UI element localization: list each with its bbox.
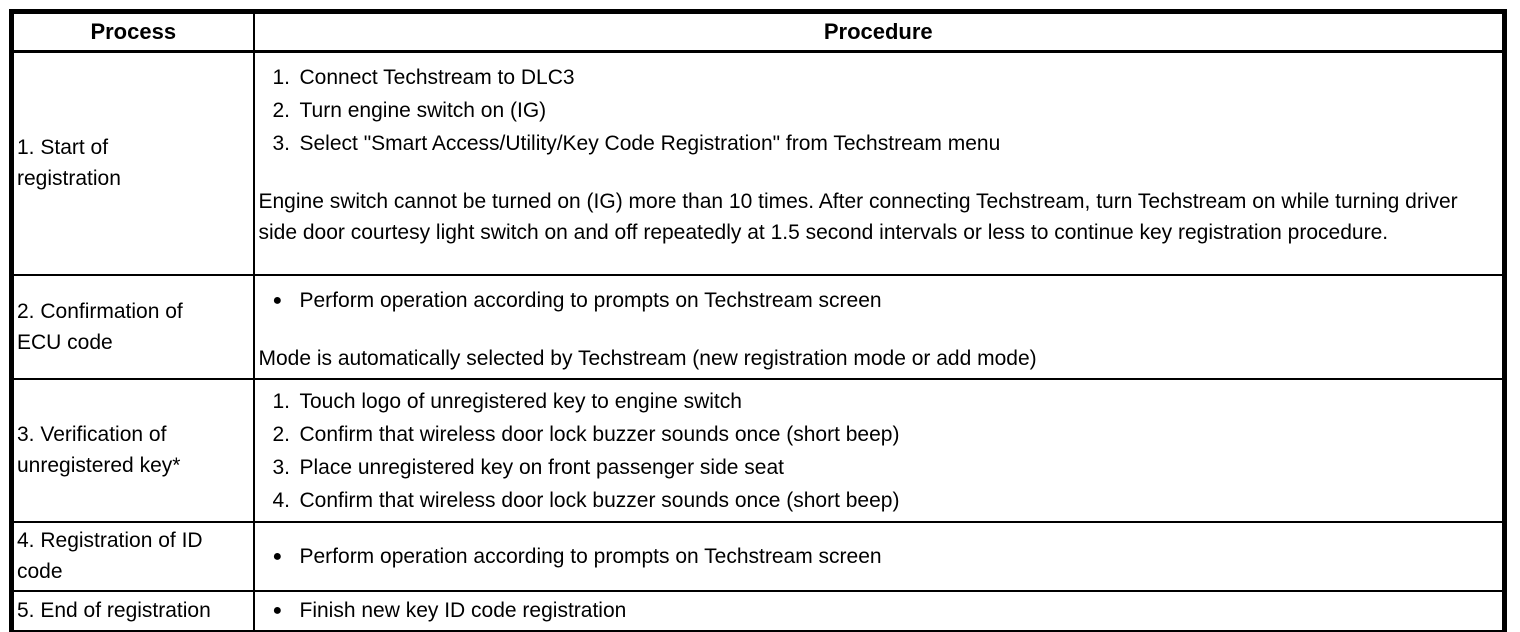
numbered-step: 1. Connect Techstream to DLC3 (259, 61, 1493, 94)
step-text: Confirm that wireless door lock buzzer s… (299, 422, 900, 446)
bullet-item: ● Perform operation according to prompts… (259, 284, 1493, 317)
step-number: 2. (272, 422, 291, 446)
bullet-item: ● Finish new key ID code registration (259, 594, 1493, 627)
bullet-icon: ● (272, 291, 283, 309)
bullet-text: Finish new key ID code registration (299, 599, 627, 623)
process-cell: 2. Confirmation of ECU code (10, 273, 255, 380)
procedure-table: Process Procedure 1. Start of registrati… (9, 9, 1507, 632)
bullet-item: ● Perform operation according to prompts… (259, 540, 1493, 573)
procedure-cell: ● Perform operation according to prompts… (252, 273, 1506, 380)
step-number: 1. (272, 66, 291, 89)
step-number: 1. (272, 389, 291, 413)
procedure-cell: 1. Touch logo of unregistered key to eng… (252, 377, 1506, 523)
step-number: 4. (272, 488, 291, 512)
bullet-icon: ● (272, 547, 283, 565)
step-number: 3. (272, 455, 291, 479)
step-text: Confirm that wireless door lock buzzer s… (299, 488, 900, 512)
table-row: 3. Verification of unregistered key* 1. … (10, 377, 1506, 523)
step-text: Place unregistered key on front passenge… (299, 455, 784, 479)
numbered-step: 3. Place unregistered key on front passe… (259, 451, 1493, 484)
procedure-column-header: Procedure (252, 10, 1506, 53)
process-cell: 3. Verification of unregistered key* (10, 377, 255, 523)
procedure-cell: ● Perform operation according to prompts… (252, 520, 1506, 592)
numbered-step: 2. Confirm that wireless door lock buzze… (259, 418, 1493, 451)
bullet-text: Perform operation according to prompts o… (299, 288, 882, 312)
numbered-step: 4. Confirm that wireless door lock buzze… (259, 484, 1493, 517)
numbered-step: 2. Turn engine switch on (IG) (259, 94, 1493, 127)
bullet-text: Perform operation according to prompts o… (299, 544, 882, 568)
table-row: 4. Registration of ID code ● Perform ope… (10, 520, 1506, 592)
table-row: 1. Start of registration 1. Connect Tech… (10, 50, 1506, 276)
header-row: Process Procedure (10, 10, 1506, 53)
table-row: 5. End of registration ● Finish new key … (10, 589, 1506, 632)
numbered-step: 1. Touch logo of unregistered key to eng… (259, 385, 1493, 418)
step-text: Turn engine switch on (IG) (299, 99, 547, 122)
step-text: Select "Smart Access/Utility/Key Code Re… (299, 132, 1001, 155)
note-text: Engine switch cannot be turned on (IG) m… (258, 190, 1458, 244)
bullet-icon: ● (272, 602, 283, 620)
process-cell: 5. End of registration (10, 589, 255, 632)
process-column-header: Process (10, 10, 255, 53)
step-text: Touch logo of unregistered key to engine… (299, 389, 742, 413)
process-cell: 4. Registration of ID code (10, 520, 255, 592)
step-number: 2. (272, 99, 291, 122)
procedure-cell: 1. Connect Techstream to DLC3 2. Turn en… (252, 50, 1506, 276)
procedure-cell: ● Finish new key ID code registration (252, 589, 1506, 632)
step-number: 3. (272, 132, 291, 155)
process-cell: 1. Start of registration (10, 50, 255, 276)
step-text: Connect Techstream to DLC3 (299, 66, 575, 89)
table-row: 2. Confirmation of ECU code ● Perform op… (10, 273, 1506, 380)
numbered-step: 3. Select "Smart Access/Utility/Key Code… (259, 127, 1493, 160)
note-text: Mode is automatically selected by Techst… (258, 346, 1037, 370)
